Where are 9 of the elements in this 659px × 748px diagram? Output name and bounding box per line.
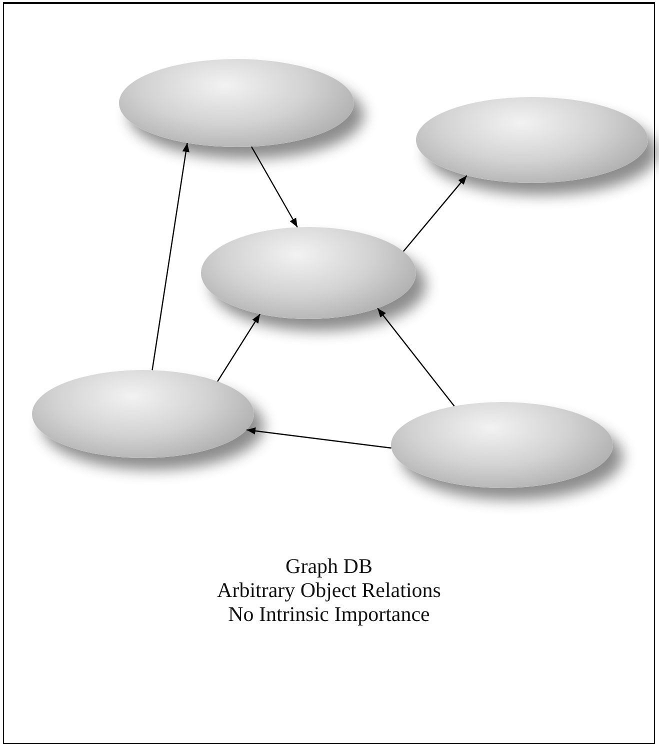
arrow (152, 142, 190, 370)
arrow (246, 427, 392, 449)
arrow (402, 175, 468, 252)
caption-line: Arbitrary Object Relations (217, 578, 441, 602)
caption-line: No Intrinsic Importance (228, 602, 430, 626)
arrow (377, 308, 455, 407)
caption-line: Graph DB (286, 554, 372, 578)
arrow (217, 314, 261, 382)
arrow (250, 146, 298, 228)
